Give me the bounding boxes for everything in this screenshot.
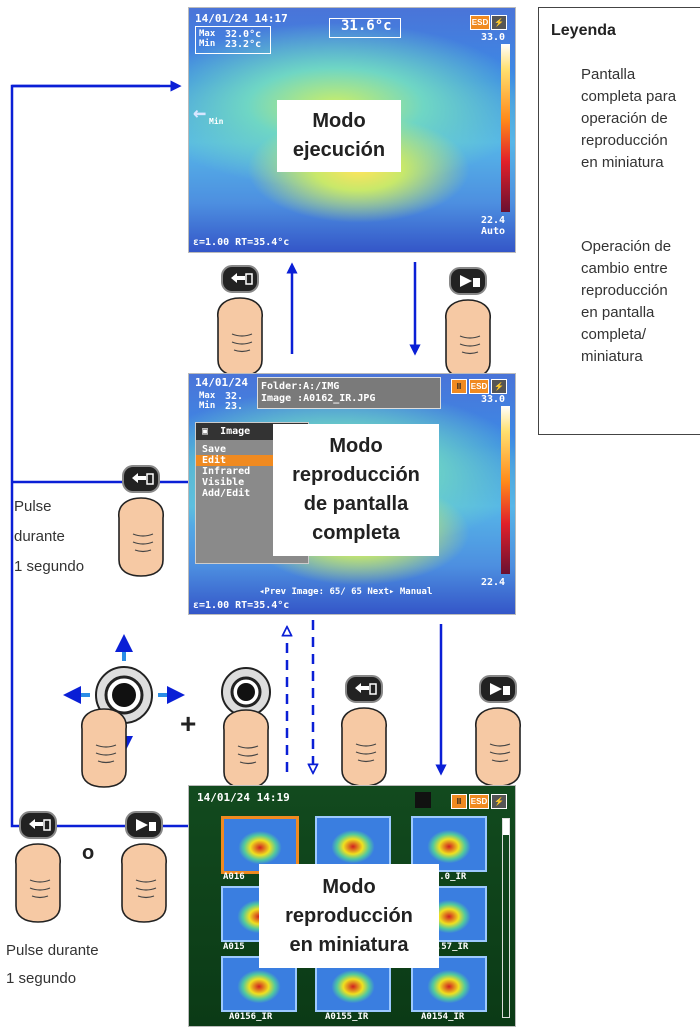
image-icon: ▣: [202, 426, 209, 437]
thumb-label: A0154_IR: [421, 1012, 465, 1022]
mode-line: en miniatura: [289, 933, 409, 956]
file-info-box: [257, 377, 441, 409]
image-name: Image :A0162_IR.JPG: [261, 393, 376, 404]
back-button-finger-2: [340, 675, 388, 787]
esd-badge: ESD: [469, 379, 489, 394]
menu-item-edit[interactable]: Edit: [196, 455, 308, 466]
or-label: o: [82, 842, 95, 864]
back-button-finger-3: [14, 811, 62, 923]
mode-line: Modo: [322, 875, 376, 898]
legend-title: Leyenda: [551, 22, 616, 39]
plus-sign: +: [180, 708, 197, 739]
mode-line: completa: [312, 522, 400, 544]
image-navigation[interactable]: ◂Prev Image: 65/ 65 Next▸ Manual: [259, 587, 433, 597]
mode-label-run: Modo ejecución: [277, 100, 401, 172]
battery-icon: ⚡: [491, 379, 507, 394]
folder-path: Folder:A:/IMG: [261, 381, 340, 392]
battery-icon: ⚡: [491, 794, 507, 809]
mode-label-full: Modo reproducción de pantalla completa: [273, 424, 439, 556]
max-label: Max: [199, 29, 216, 39]
esd-badge: ESD: [470, 15, 490, 30]
mode-line: ejecución: [292, 139, 386, 161]
datetime: 14/01/24 14:17: [195, 12, 288, 25]
esd-badge: ESD: [469, 794, 489, 809]
thumb-label: A015: [223, 942, 245, 952]
max-label: Max: [199, 391, 216, 401]
thumb-label: A016: [223, 872, 245, 882]
max-value: 32.0°c: [225, 29, 262, 40]
thumb-label: A..57_IR: [425, 942, 469, 952]
play-button-finger-3: [120, 811, 168, 923]
max-min-box: [195, 26, 271, 54]
menu-item-save[interactable]: Save: [202, 444, 227, 455]
scrollbar-thumb[interactable]: [503, 819, 509, 835]
legend-item-dashed: Operación de cambio entre reproducción e…: [581, 238, 672, 365]
max-value: 32.: [225, 391, 244, 402]
scale-top: 33.0: [481, 394, 506, 405]
thumb-label: A0156_IR: [229, 1012, 273, 1022]
thumbnail[interactable]: [315, 816, 391, 872]
pause-badge: II: [451, 794, 467, 809]
thumb-label: A0..0_IR: [423, 872, 467, 882]
screen-thumbnail-playback: 14/01/24 14:19 II ESD ⚡ A016 A0..0_IR A0…: [188, 785, 516, 1027]
scrollbar[interactable]: [502, 818, 510, 1018]
footer-emissivity: ε=1.00 RT=35.4°c: [193, 600, 290, 611]
screen-full-playback: 14/01/24 Max 32. Min 23. Folder:A:/IMG I…: [188, 373, 516, 615]
min-marker: Min: [209, 117, 224, 126]
menu-item-infrared[interactable]: Infrared: [202, 466, 251, 477]
min-value: 23.2°c: [225, 39, 262, 50]
datetime: 14/01/24 14:19: [197, 791, 290, 804]
color-scale-bar: [501, 44, 510, 212]
menu-title-label: Image: [220, 426, 251, 437]
back-button-finger-1: [216, 265, 264, 377]
color-scale-bar: [501, 406, 510, 574]
menu-item-visible[interactable]: Visible: [202, 477, 245, 488]
datetime: 14/01/24: [195, 376, 248, 389]
status-block: [415, 792, 431, 808]
legend-item-solid: Pantalla completa para operación de repr…: [581, 66, 677, 171]
play-button-finger-2: [474, 675, 522, 787]
mode-line: Modo: [329, 435, 383, 457]
min-value: 23.: [225, 401, 244, 412]
thumbnail[interactable]: [411, 816, 487, 872]
footer-emissivity: ε=1.00 RT=35.4°c: [193, 237, 290, 248]
min-label: Min: [199, 401, 216, 411]
scale-mode: Auto: [481, 226, 506, 237]
screen-run-mode: 14/01/24 14:17 Max 32.0°c Min 23.2°c 31.…: [188, 7, 516, 253]
pause-badge: II: [451, 379, 467, 394]
menu-item-add-edit[interactable]: Add/Edit: [202, 488, 251, 499]
mode-line: Modo: [312, 110, 366, 132]
dpad-with-finger: [63, 634, 185, 788]
mode-line: de pantalla: [303, 493, 409, 515]
scale-bottom: 22.4: [481, 215, 506, 226]
scale-bottom: 22.4: [481, 577, 506, 588]
thumb-label: A0155_IR: [325, 1012, 369, 1022]
scale-top: 33.0: [481, 32, 506, 43]
battery-icon: ⚡: [491, 15, 507, 30]
mode-label-thumbs: Modo reproducción en miniatura: [259, 864, 439, 968]
back-button-finger-left: [117, 465, 165, 577]
press-one-second-note-bottom: Pulse durante 1 segundo: [6, 942, 99, 987]
mode-line: reproducción: [285, 904, 413, 927]
mode-line: reproducción: [292, 464, 420, 486]
select-button-finger: [221, 667, 271, 789]
min-arrow-icon: ←: [193, 101, 207, 126]
center-temp: 31.6°c: [341, 18, 392, 34]
play-button-finger-1: [444, 267, 492, 379]
press-one-second-note: Pulse durante 1 segundo: [14, 498, 85, 575]
min-label: Min: [199, 39, 216, 49]
center-temp-box: [329, 18, 401, 38]
legend-box: Leyenda Pantalla completa para operación…: [538, 7, 700, 435]
